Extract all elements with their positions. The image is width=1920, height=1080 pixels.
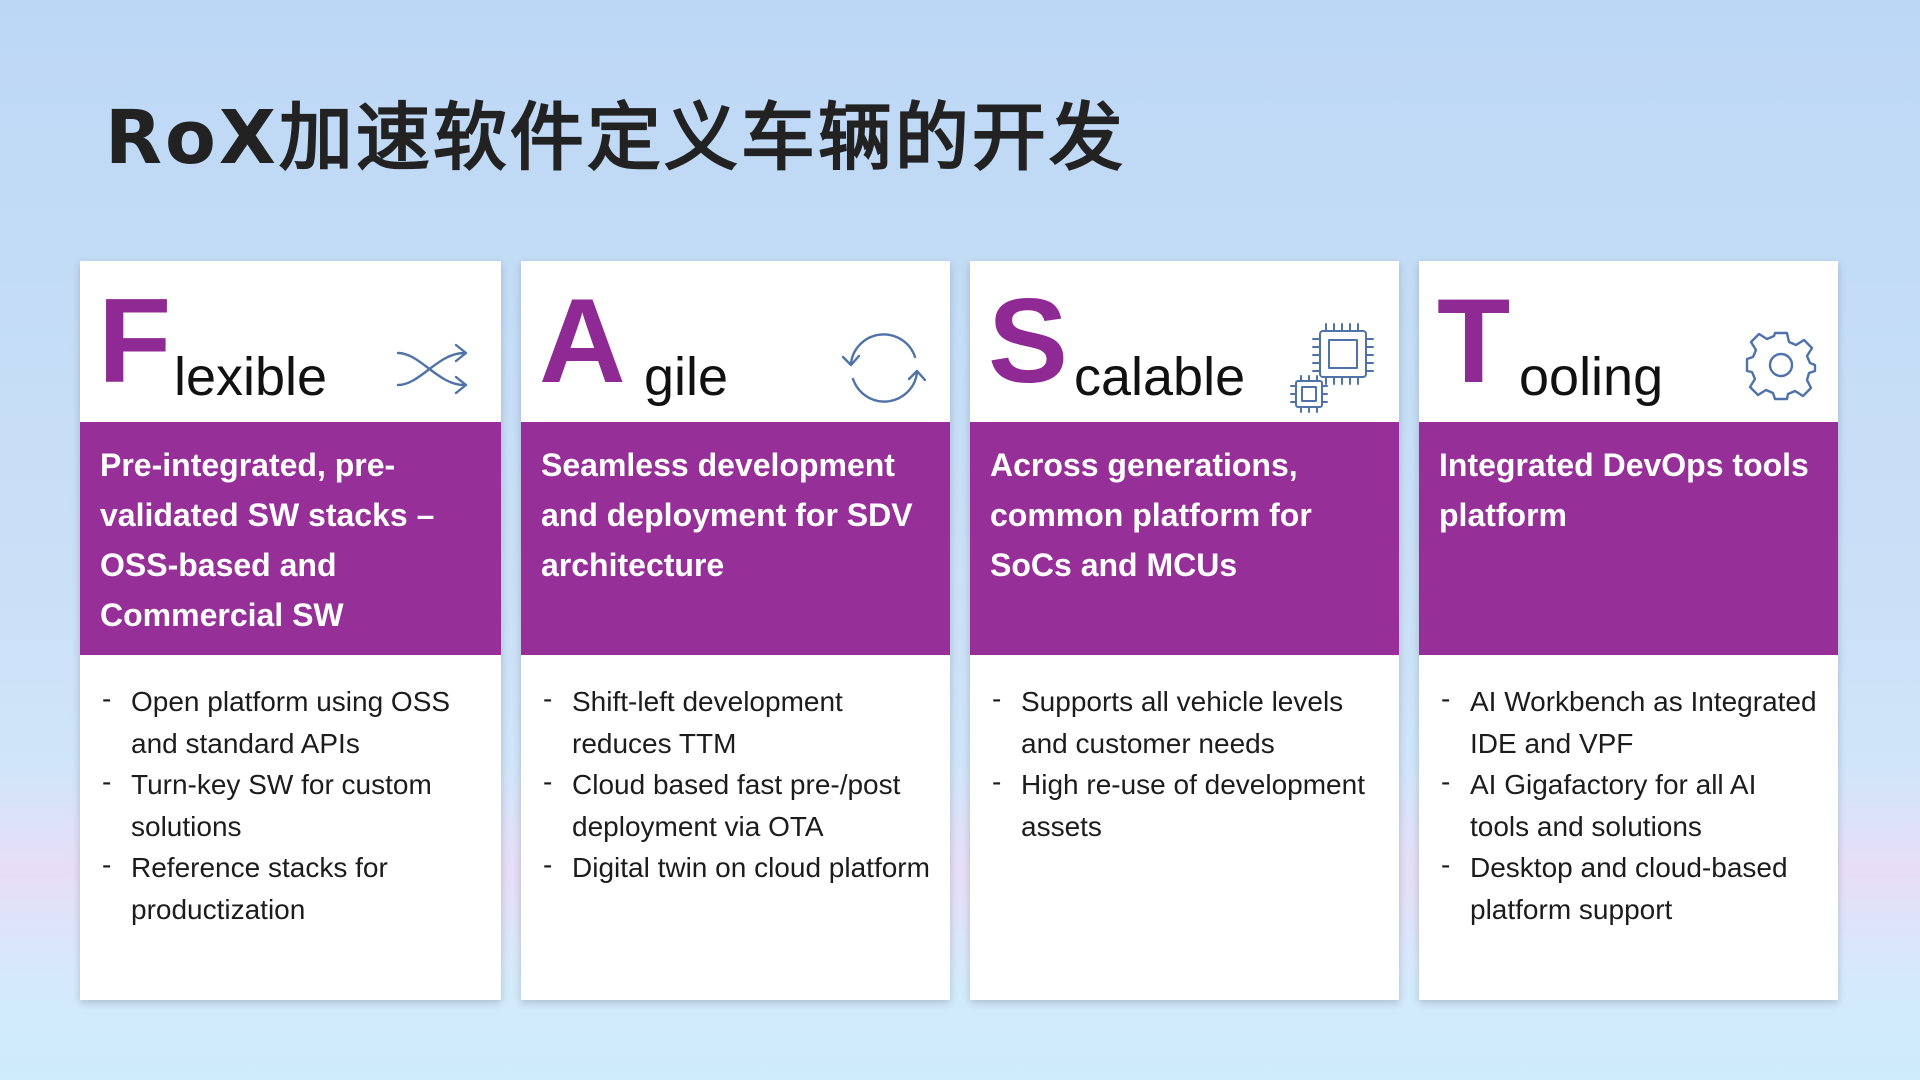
list-item: Reference stacks for productization <box>100 844 481 930</box>
list-item: Desktop and cloud-based platform support <box>1439 844 1818 930</box>
list-item: Turn-key SW for custom solutions <box>100 761 481 847</box>
card-summary-band: Pre-integrated, pre-validated SW stacks … <box>80 422 501 655</box>
card-initial-letter: A <box>539 274 626 408</box>
card-initial-letter: S <box>988 274 1069 408</box>
page-title: RoX加速软件定义车辆的开发 <box>105 95 1126 181</box>
card-tooling: T ooling Integrated DevOps tools platfor… <box>1419 261 1838 1000</box>
sync-icon <box>841 333 927 403</box>
list-item: High re-use of development assets <box>990 761 1379 847</box>
list-item: AI Gigafactory for all AI tools and solu… <box>1439 761 1818 847</box>
list-item: Cloud based fast pre-/post deployment vi… <box>541 761 930 847</box>
list-item: Open platform using OSS and standard API… <box>100 678 481 764</box>
card-header: F lexible <box>80 261 501 422</box>
card-initial-letter: F <box>98 274 172 408</box>
card-agile: A gile Seamless development and deployme… <box>521 261 950 1000</box>
card-word: ooling <box>1519 347 1664 407</box>
chip-icon <box>1290 323 1374 413</box>
card-header: A gile <box>521 261 950 422</box>
card-bullet-list: Open platform using OSS and standard API… <box>80 655 501 930</box>
card-summary-band: Integrated DevOps tools platform <box>1419 422 1838 655</box>
card-header: T ooling <box>1419 261 1838 422</box>
list-item: Shift-left development reduces TTM <box>541 678 930 764</box>
list-item: Digital twin on cloud platform <box>541 844 930 889</box>
card-header: S calable <box>970 261 1399 422</box>
card-bullet-list: Supports all vehicle levels and customer… <box>970 655 1399 847</box>
gear-icon <box>1745 331 1817 401</box>
card-summary-band: Across generations, common platform for … <box>970 422 1399 655</box>
card-summary-band: Seamless development and deployment for … <box>521 422 950 655</box>
card-word: gile <box>644 347 729 407</box>
card-bullet-list: AI Workbench as Integrated IDE and VPF A… <box>1419 655 1838 930</box>
card-initial-letter: T <box>1437 274 1511 408</box>
card-bullet-list: Shift-left development reduces TTM Cloud… <box>521 655 950 889</box>
list-item: AI Workbench as Integrated IDE and VPF <box>1439 678 1818 764</box>
card-word: lexible <box>174 347 328 407</box>
list-item: Supports all vehicle levels and customer… <box>990 678 1379 764</box>
shuffle-icon <box>396 343 468 395</box>
card-flexible: F lexible Pre-integrated, pre-validated … <box>80 261 501 1000</box>
card-scalable: S calable Across generations, common pla… <box>970 261 1399 1000</box>
card-word: calable <box>1074 347 1246 407</box>
